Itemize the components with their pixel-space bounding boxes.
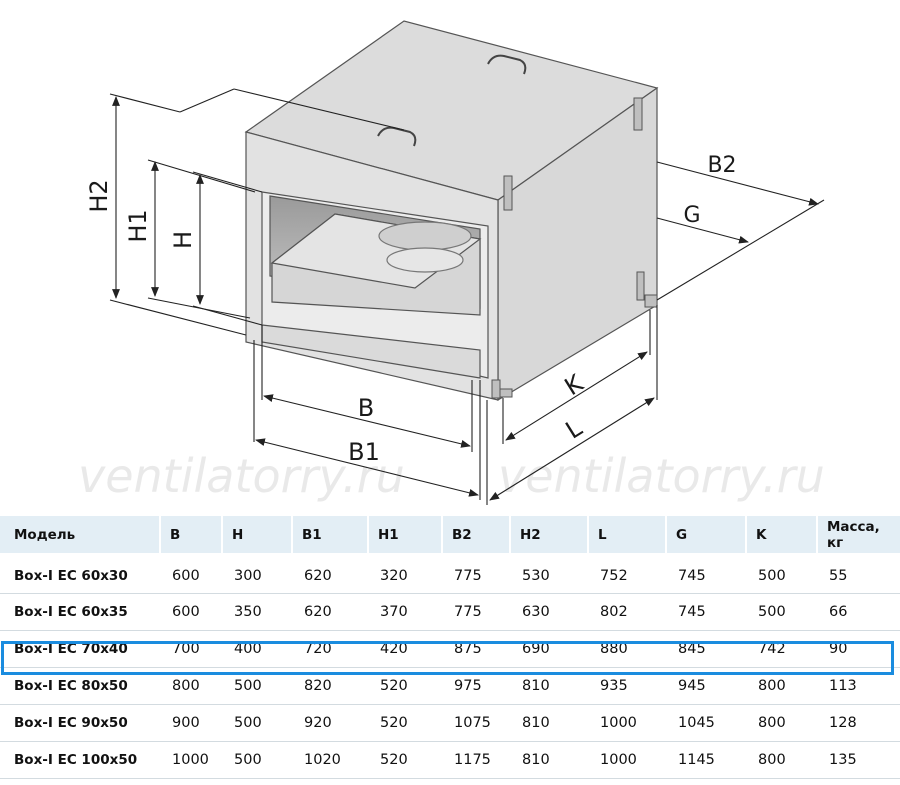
header-model: Модель xyxy=(0,516,160,556)
cell-L: 1000 xyxy=(588,704,666,742)
cell-K: 800 xyxy=(746,704,817,742)
cell-B1: 620 xyxy=(292,593,368,631)
cell-G: 745 xyxy=(666,553,746,594)
header-B1: B1 xyxy=(291,516,368,556)
header-G: G xyxy=(665,516,746,556)
cell-B2: 775 xyxy=(442,593,510,631)
cell-model: Box-I EC 90x50 xyxy=(0,704,160,742)
cell-H: 300 xyxy=(222,553,292,594)
cell-G: 945 xyxy=(666,667,746,705)
cell-K: 500 xyxy=(746,553,817,594)
dimension-lines xyxy=(109,88,825,505)
cell-G: 745 xyxy=(666,593,746,631)
watermark-right: ventilatorry.ru xyxy=(498,449,825,503)
cell-H: 500 xyxy=(222,667,292,705)
header-H2: H2 xyxy=(509,516,588,556)
label-B: B xyxy=(358,394,374,422)
cell-H2: 530 xyxy=(510,553,588,594)
cell-mass: 66 xyxy=(817,593,900,631)
cell-B2: 875 xyxy=(442,630,510,668)
cell-G: 845 xyxy=(666,630,746,668)
cell-G: 1045 xyxy=(666,704,746,742)
table-row: Box-I EC 100x50 1000 500 1020 520 1175 8… xyxy=(0,741,900,779)
cell-L: 802 xyxy=(588,593,666,631)
cell-mass: 113 xyxy=(817,667,900,705)
label-H: H xyxy=(169,231,197,249)
header-mass: Масса, кг xyxy=(816,516,900,556)
table-row: Box-I EC 80x50 800 500 820 520 975 810 9… xyxy=(0,667,900,705)
header-H: H xyxy=(221,516,292,556)
dimension-drawing: ventilatorry.ru ventilatorry.ru xyxy=(78,20,825,505)
cell-H1: 420 xyxy=(368,630,442,668)
cell-mass: 90 xyxy=(817,630,900,668)
cell-H: 500 xyxy=(222,704,292,742)
cell-K: 742 xyxy=(746,630,817,668)
cell-model: Box-I EC 100x50 xyxy=(0,741,160,779)
label-H1: H1 xyxy=(124,209,152,242)
label-G: G xyxy=(683,203,700,228)
fan-impeller xyxy=(378,221,472,273)
label-B1: B1 xyxy=(348,438,380,466)
header-H1: H1 xyxy=(367,516,442,556)
cell-mass: 55 xyxy=(817,553,900,594)
cell-B2: 775 xyxy=(442,553,510,594)
cell-H1: 520 xyxy=(368,741,442,779)
cell-L: 1000 xyxy=(588,741,666,779)
cell-L: 752 xyxy=(588,553,666,594)
cell-B: 800 xyxy=(160,667,222,705)
table-row-highlighted: Box-I EC 70x40 700 400 720 420 875 690 8… xyxy=(0,630,900,668)
header-L: L xyxy=(587,516,666,556)
cell-B1: 720 xyxy=(292,630,368,668)
cell-L: 935 xyxy=(588,667,666,705)
label-H2: H2 xyxy=(85,179,113,212)
box-body xyxy=(244,20,659,402)
cell-H2: 630 xyxy=(510,593,588,631)
cell-H1: 320 xyxy=(368,553,442,594)
header-B: B xyxy=(159,516,222,556)
specs-table: Модель B H B1 H1 B2 H2 L G K Масса, кг B… xyxy=(0,516,900,779)
cell-H2: 810 xyxy=(510,741,588,779)
cell-mass: 135 xyxy=(817,741,900,779)
cell-model: Box-I EC 70x40 xyxy=(0,630,160,668)
cell-B1: 620 xyxy=(292,553,368,594)
label-L: L xyxy=(561,413,588,444)
cell-B: 1000 xyxy=(160,741,222,779)
cell-K: 800 xyxy=(746,667,817,705)
cell-B: 600 xyxy=(160,593,222,631)
cell-H1: 370 xyxy=(368,593,442,631)
cell-H: 500 xyxy=(222,741,292,779)
cell-model: Box-I EC 60x30 xyxy=(0,553,160,594)
cell-B1: 820 xyxy=(292,667,368,705)
cell-B2: 1175 xyxy=(442,741,510,779)
header-K: K xyxy=(745,516,817,556)
cell-H1: 520 xyxy=(368,667,442,705)
cell-K: 800 xyxy=(746,741,817,779)
cell-B: 900 xyxy=(160,704,222,742)
table-row: Box-I EC 60x35 600 350 620 370 775 630 8… xyxy=(0,593,900,631)
label-B2: B2 xyxy=(707,153,736,178)
table-header-row: Модель B H B1 H1 B2 H2 L G K Масса, кг xyxy=(0,516,900,556)
cell-model: Box-I EC 80x50 xyxy=(0,667,160,705)
cell-K: 500 xyxy=(746,593,817,631)
cell-H2: 690 xyxy=(510,630,588,668)
cell-B2: 1075 xyxy=(442,704,510,742)
table-row: Box-I EC 60x30 600 300 620 320 775 530 7… xyxy=(0,553,900,594)
label-K: K xyxy=(560,369,589,402)
cell-H2: 810 xyxy=(510,704,588,742)
cell-mass: 128 xyxy=(817,704,900,742)
cell-L: 880 xyxy=(588,630,666,668)
cell-B1: 920 xyxy=(292,704,368,742)
cell-model: Box-I EC 60x35 xyxy=(0,593,160,631)
header-B2: B2 xyxy=(441,516,510,556)
table-row: Box-I EC 90x50 900 500 920 520 1075 810 … xyxy=(0,704,900,742)
cell-B1: 1020 xyxy=(292,741,368,779)
cell-H: 400 xyxy=(222,630,292,668)
cell-B: 600 xyxy=(160,553,222,594)
cell-H: 350 xyxy=(222,593,292,631)
cell-G: 1145 xyxy=(666,741,746,779)
cell-H1: 520 xyxy=(368,704,442,742)
cell-H2: 810 xyxy=(510,667,588,705)
cell-B: 700 xyxy=(160,630,222,668)
cell-B2: 975 xyxy=(442,667,510,705)
